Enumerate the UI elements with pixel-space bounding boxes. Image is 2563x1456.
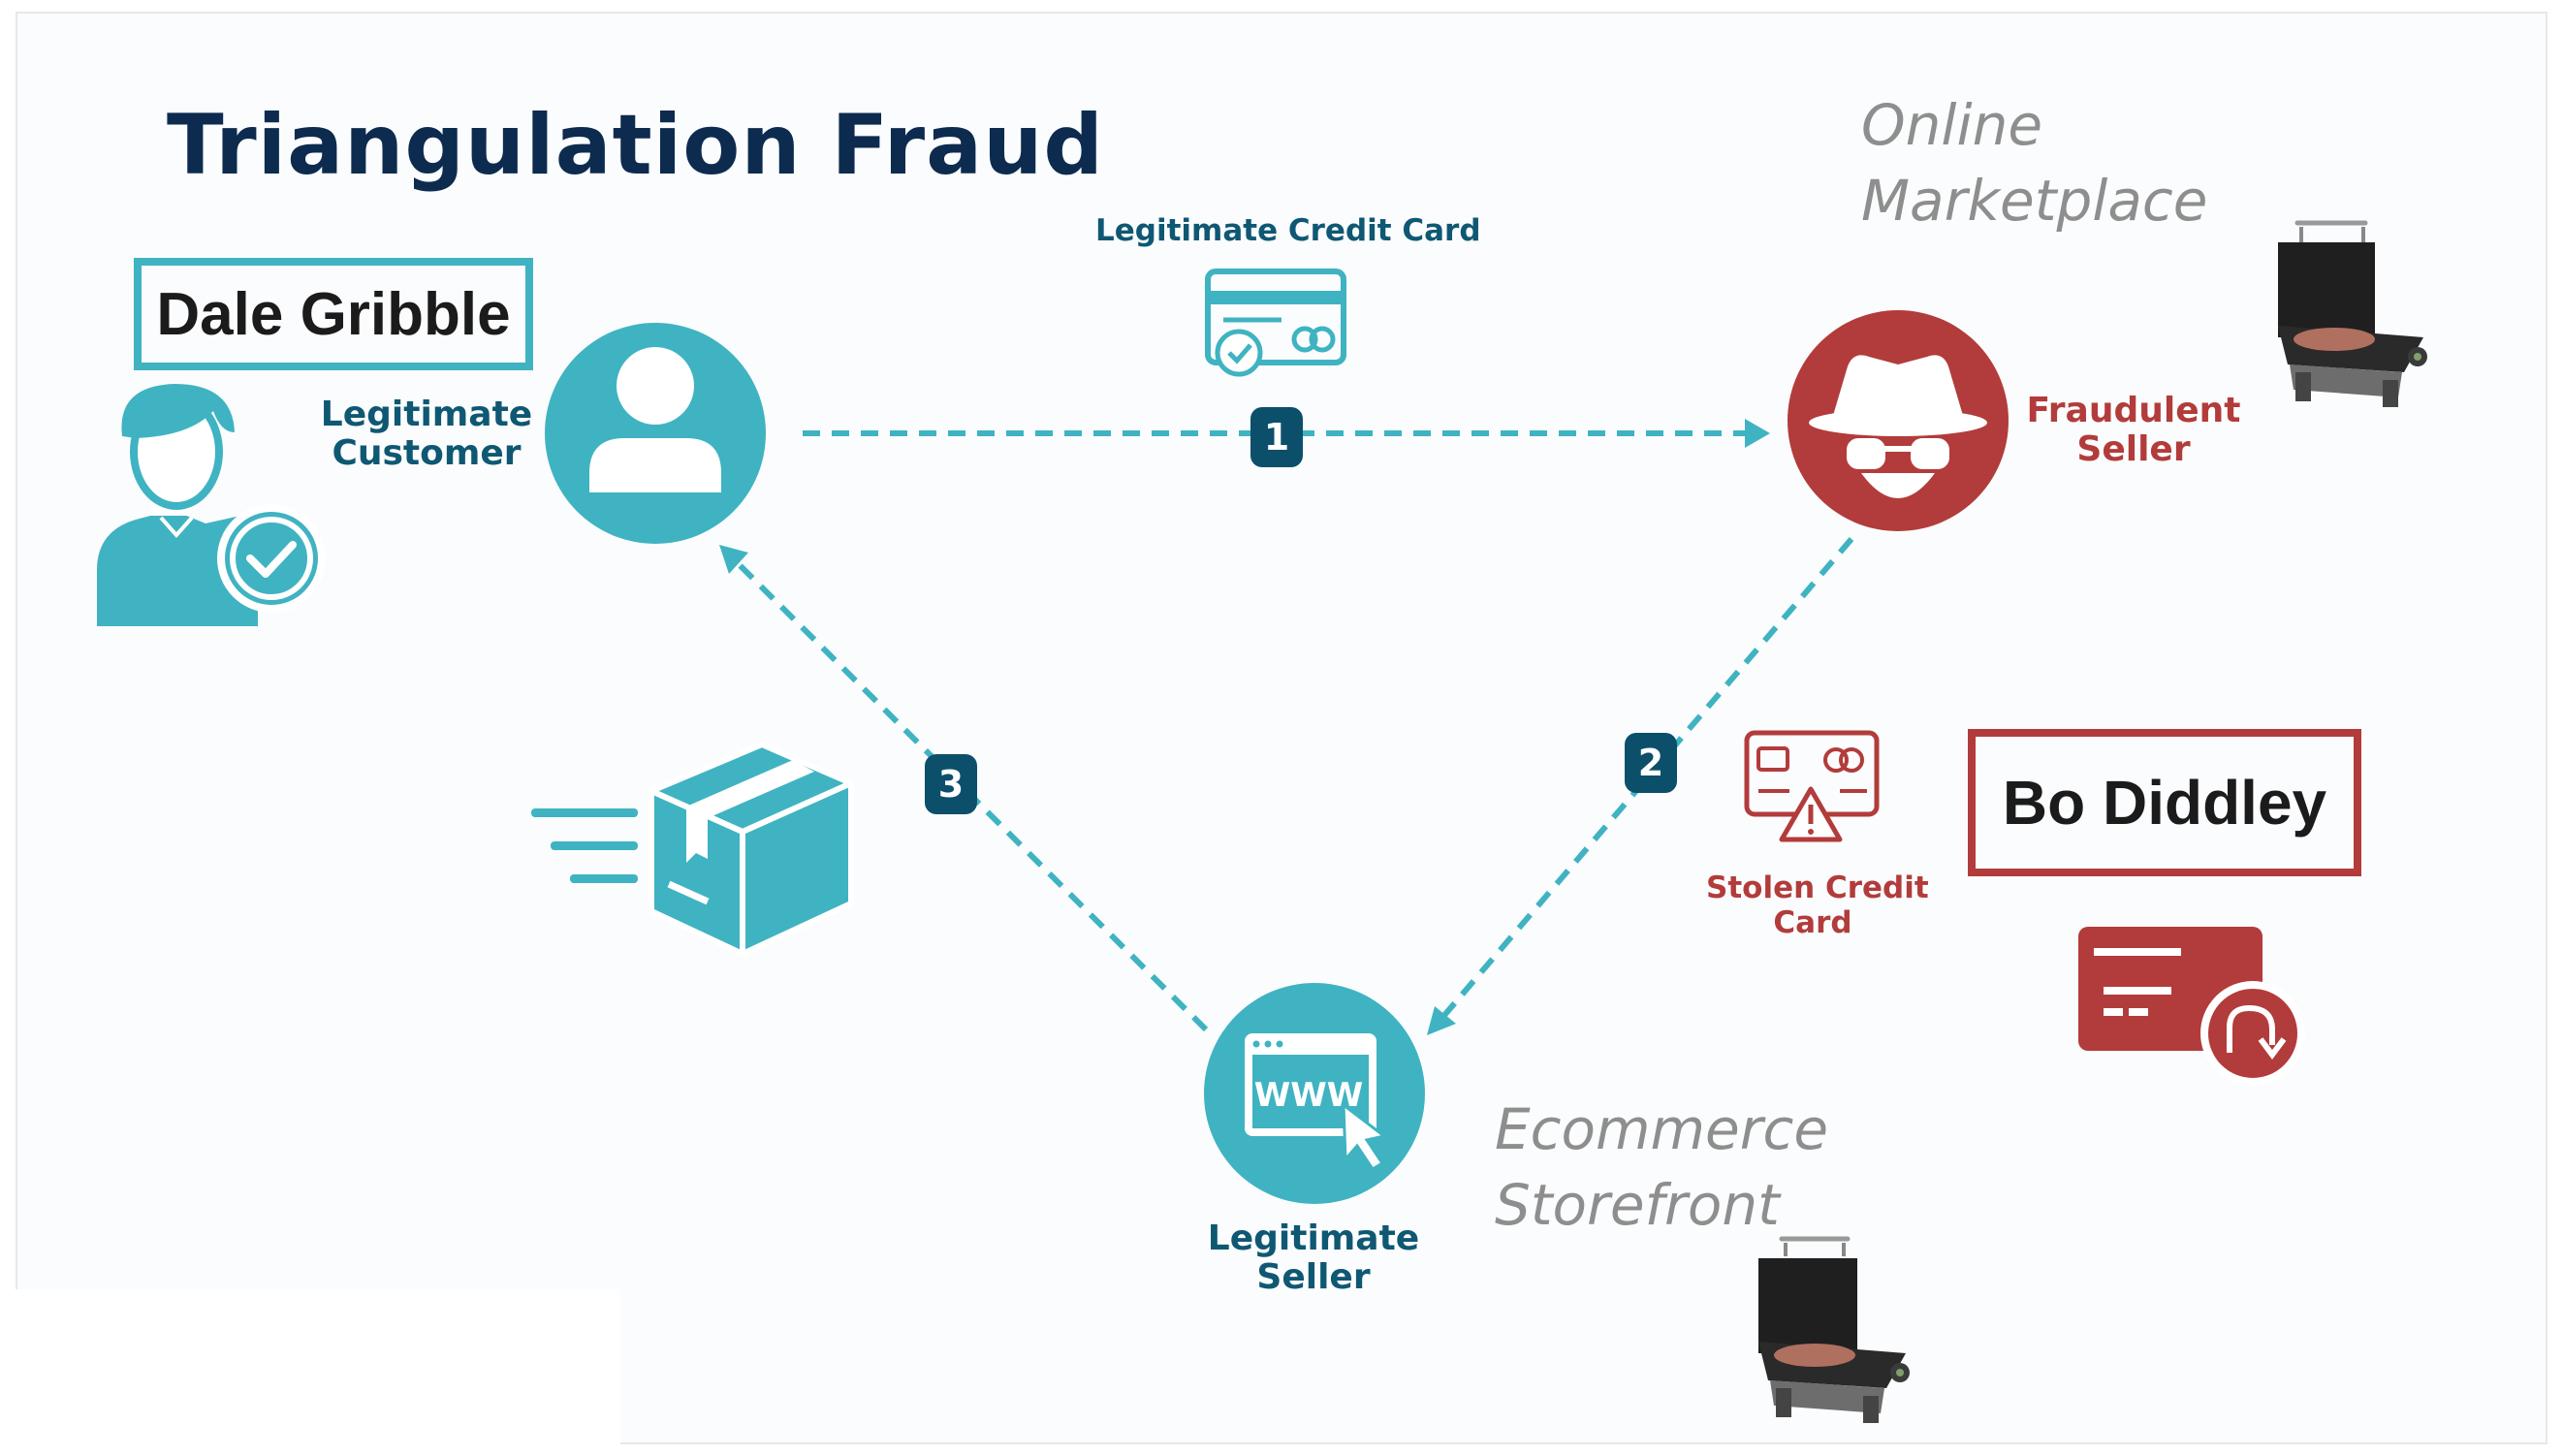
user-check-icon — [97, 384, 326, 626]
marketplace-note-line2: Marketplace — [1861, 168, 2208, 234]
legit-seller-label: Legitimate Seller — [1202, 1219, 1425, 1297]
step-badge-3-text: 3 — [938, 763, 964, 806]
customer-label-line2: Customer — [332, 433, 522, 473]
legit-card-label: Legitimate Credit Card — [1095, 213, 1481, 248]
griddle-icon — [1758, 1236, 1910, 1423]
stolen-card-label-line2: Card — [1773, 905, 1852, 940]
credit-card-warning-icon — [1744, 730, 1880, 842]
slide-title: Triangulation Fraud — [167, 97, 1104, 194]
package-icon — [531, 742, 854, 957]
legit-seller-label-line2: Seller — [1256, 1257, 1371, 1297]
fraudster-name-box: Bo Diddley — [1968, 729, 2361, 876]
step-badge-1-text: 1 — [1264, 416, 1289, 459]
customer-name-box: Dale Gribble — [134, 258, 533, 370]
customer-label: Legitimate Customer — [320, 396, 533, 473]
storefront-note: Ecommerce Storefront — [1495, 1092, 1828, 1243]
customer-node — [545, 323, 766, 544]
step-badge-2: 2 — [1625, 733, 1677, 793]
legit-seller-label-line1: Legitimate — [1207, 1219, 1420, 1258]
fraud-seller-label-line2: Seller — [2076, 429, 2191, 469]
legit-seller-node: WWW — [1204, 983, 1425, 1204]
stolen-card-label: Stolen Credit Card — [1706, 870, 1929, 940]
step-badge-2-text: 2 — [1638, 742, 1663, 784]
fraud-seller-node — [1788, 310, 2009, 531]
customer-label-line1: Legitimate — [320, 395, 533, 434]
stolen-card-label-line1: Stolen Credit — [1706, 870, 1929, 905]
customer-name: Dale Gribble — [156, 280, 511, 348]
credit-card-check-icon — [1205, 269, 1346, 377]
griddle-icon — [2278, 220, 2427, 407]
storefront-note-line2: Storefront — [1495, 1172, 1780, 1238]
step-badge-1: 1 — [1250, 407, 1303, 467]
marketplace-note: Online Marketplace — [1861, 87, 2208, 238]
arrow-fraud-seller-to-legit-seller — [1427, 537, 1854, 1035]
step-badge-3: 3 — [925, 754, 977, 814]
slide-edge — [0, 1289, 620, 1456]
storefront-note-line1: Ecommerce — [1495, 1096, 1829, 1162]
fraudster-name: Bo Diddley — [2002, 768, 2327, 838]
slide-frame — [16, 12, 2547, 1444]
fraud-seller-label: Fraudulent Seller — [2022, 392, 2245, 469]
fraud-seller-label-line1: Fraudulent — [2026, 391, 2241, 430]
marketplace-note-line1: Online — [1861, 92, 2043, 158]
spy-icon — [1809, 355, 1987, 498]
person-icon — [589, 347, 721, 492]
website-icon: WWW — [1245, 1033, 1388, 1172]
credit-card-refund-icon — [2078, 927, 2305, 1086]
